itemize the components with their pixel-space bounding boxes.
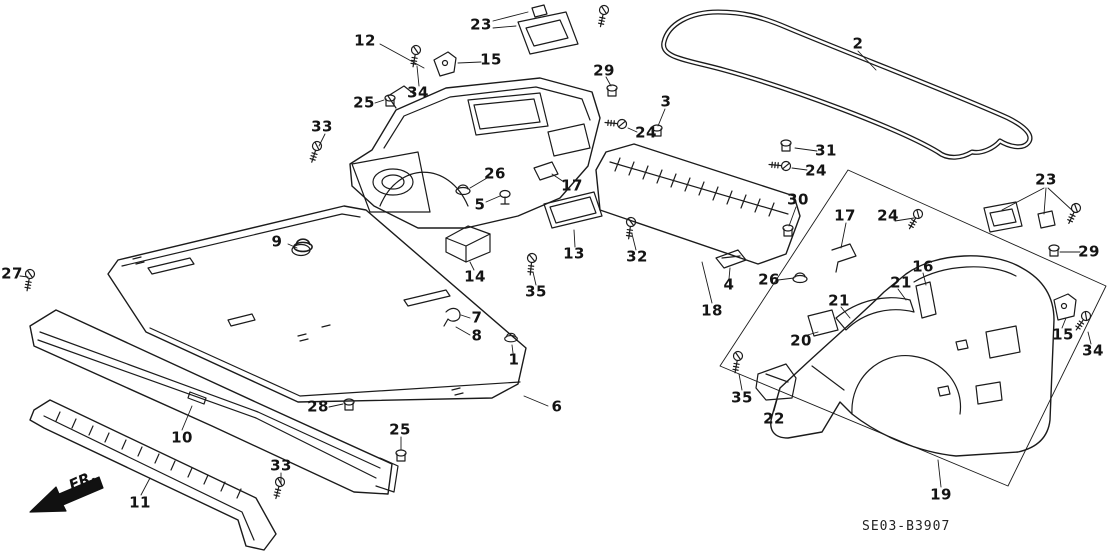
part-callout-4: 4 [723,275,735,294]
part-callout-26: 26 [758,270,780,289]
part-callout-22: 22 [763,409,785,428]
front-direction-arrow [29,476,104,513]
part-callout-34: 34 [1082,341,1104,360]
part-callout-21: 21 [828,291,850,310]
clip-29-right-icon [1048,244,1060,257]
screw-top-center-icon [595,4,610,29]
part-callout-6: 6 [551,397,563,416]
part-callout-10: 10 [171,428,193,447]
shelf-front-garnish [29,309,399,495]
part-callout-28: 28 [307,397,329,416]
rear-shelf-panel [107,205,527,403]
part-callout-3: 3 [660,92,672,111]
part-callout-29: 29 [1078,242,1100,261]
part-callout-13: 13 [563,244,585,263]
screw-24-left-icon [604,117,628,130]
screw-24-right-icon [905,207,925,232]
screw-34-right-icon [1071,309,1093,334]
part-callout-29: 29 [593,61,615,80]
part-callout-17: 17 [834,206,856,225]
part-callout-7: 7 [471,308,483,327]
part-callout-2: 2 [852,34,864,53]
diagram-code: SE03-B3907 [862,519,951,534]
part-callout-35: 35 [525,282,547,301]
part-callout-17: 17 [561,176,583,195]
part-callout-24: 24 [635,123,657,142]
right-assembly-boundary [719,169,1107,487]
left-side-lining [349,77,601,229]
part-callout-25: 25 [389,420,411,439]
part-callout-27: 27 [1,264,23,283]
leader-lines [19,11,1092,496]
screw-24-mid-icon [768,159,792,172]
part-callout-21: 21 [890,273,912,292]
part-callout-23: 23 [470,15,492,34]
part-callout-1: 1 [508,350,520,369]
clip-25-bottom-icon [395,449,407,462]
part-callout-31: 31 [815,141,837,160]
part-callout-19: 19 [930,485,952,504]
part-callout-18: 18 [701,301,723,320]
screw-27-icon [22,268,36,293]
screw-32-icon [623,216,637,241]
part-callout-30: 30 [787,190,809,209]
part-callout-15: 15 [1052,325,1074,344]
part-callout-20: 20 [790,331,812,350]
clip-31-icon [780,139,792,152]
clip-30-icon [782,224,794,237]
part-callout-24: 24 [805,161,827,180]
part-callout-15: 15 [480,50,502,69]
weatherstrip-channel [29,399,277,551]
part-callout-33: 33 [311,117,333,136]
part-callout-26: 26 [484,164,506,183]
screw-34-top-icon [408,44,422,69]
part-callout-14: 14 [464,267,486,286]
part-callout-11: 11 [129,493,151,512]
part-callout-23: 23 [1035,170,1057,189]
part-callout-34: 34 [407,83,429,102]
trunk-opening-seal [661,9,1033,160]
grommet-26-right-icon [792,272,808,284]
right-side-lining [770,255,1055,457]
small-brackets-and-pads [433,4,1077,401]
part-callout-9: 9 [271,232,283,251]
part-callout-16: 16 [912,257,934,276]
part-callout-8: 8 [471,326,483,345]
screw-33-bottom-icon [270,475,287,501]
screw-35-right-icon [730,350,744,375]
part-callout-12: 12 [354,31,376,50]
part-callout-24: 24 [877,206,899,225]
part-callout-32: 32 [626,247,648,266]
part-callout-25: 25 [353,93,375,112]
clip-29-top-icon [606,84,618,97]
part-callout-35: 35 [731,388,753,407]
rear-bulkhead-trim [595,143,801,269]
part-callout-5: 5 [474,195,486,214]
part-callout-33: 33 [270,456,292,475]
screw-35-left-icon [525,252,538,276]
clip-25-top-icon [384,94,396,107]
